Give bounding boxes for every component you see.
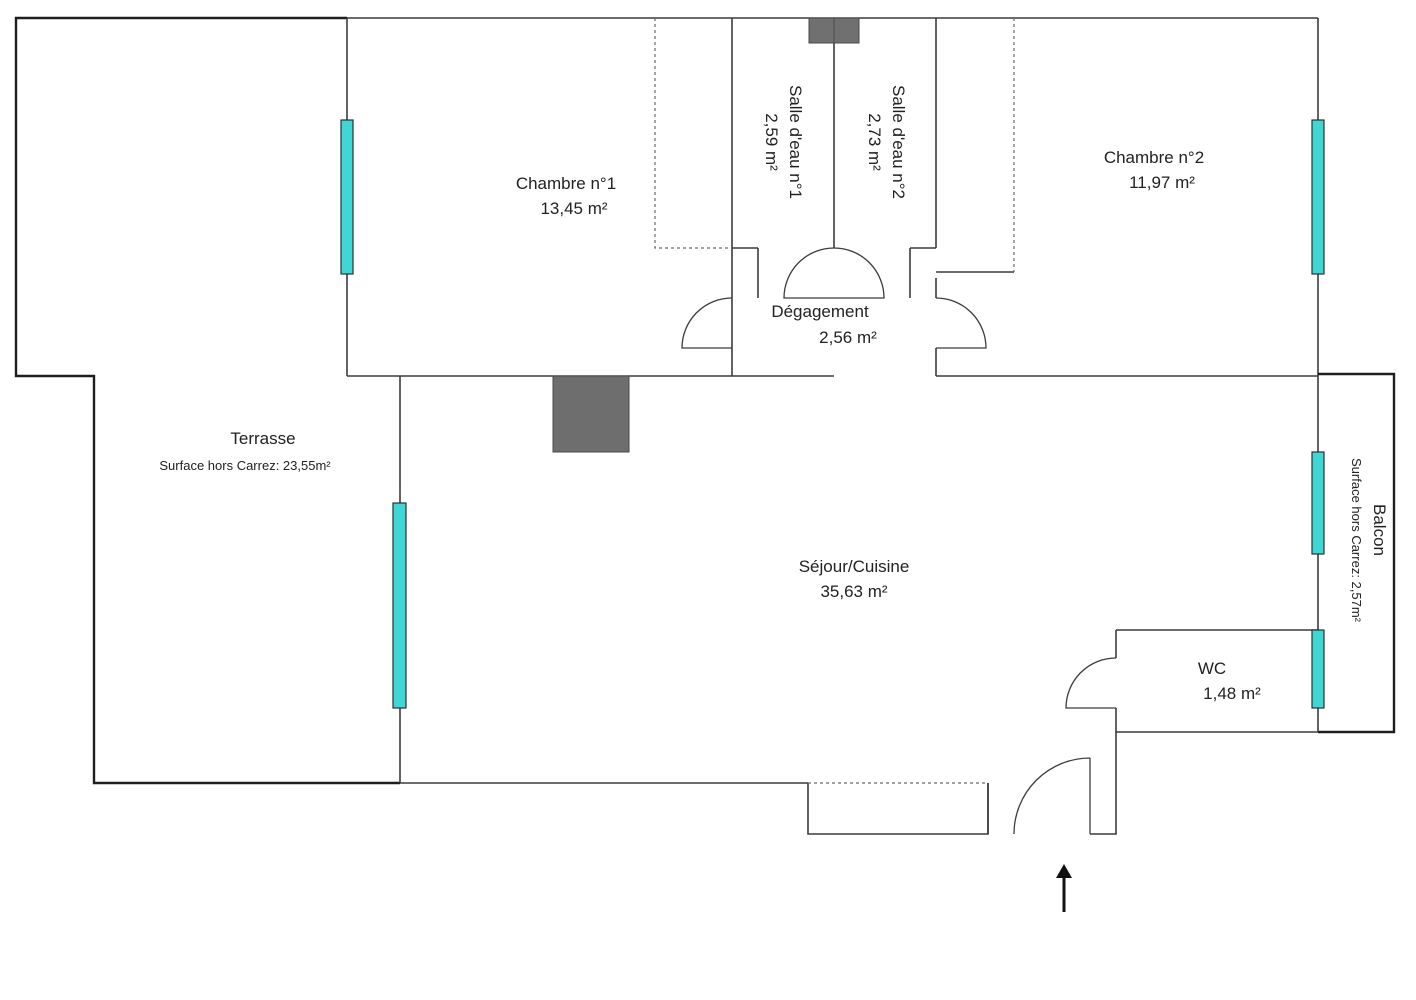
sejour-name: Séjour/Cuisine bbox=[799, 557, 910, 576]
chimney-block bbox=[552, 375, 630, 453]
chambre1-area: 13,45 m² bbox=[540, 199, 607, 218]
terrasse-name: Terrasse bbox=[230, 429, 295, 448]
degagement-name: Dégagement bbox=[771, 302, 869, 321]
window-wc bbox=[1311, 629, 1325, 709]
duct-right bbox=[833, 17, 860, 44]
balcon-name: Balcon bbox=[1370, 504, 1389, 556]
terrace-wall bbox=[14, 16, 400, 785]
salle1-name: Salle d'eau n°1 bbox=[786, 85, 805, 199]
door-entrance bbox=[1013, 757, 1091, 835]
windows bbox=[340, 119, 1325, 709]
window-sejour-balcony bbox=[1311, 451, 1325, 555]
chambre1-name: Chambre n°1 bbox=[516, 174, 616, 193]
salle1-area: 2,59 m² bbox=[762, 113, 781, 171]
door-chambre1 bbox=[681, 297, 733, 349]
wc-area: 1,48 m² bbox=[1203, 684, 1261, 703]
duct-left bbox=[808, 17, 835, 44]
door-salle2 bbox=[833, 247, 885, 299]
balcony-wall bbox=[1318, 372, 1396, 734]
doors bbox=[681, 247, 1117, 835]
balcon-area: Surface hors Carrez: 2,57m² bbox=[1349, 458, 1364, 623]
window-chambre1 bbox=[340, 119, 354, 275]
door-chambre2 bbox=[935, 297, 987, 349]
chambre1-closet bbox=[654, 18, 732, 249]
salle2-area: 2,73 m² bbox=[865, 113, 884, 171]
bottom-niche bbox=[807, 783, 989, 835]
wc-name: WC bbox=[1198, 659, 1226, 678]
walls bbox=[14, 16, 1396, 835]
entrance-right-jamb bbox=[1090, 732, 1117, 835]
window-chambre2 bbox=[1311, 119, 1325, 275]
chambre2-area: 11,97 m² bbox=[1129, 173, 1195, 192]
wc-wall bbox=[1115, 629, 1318, 733]
door-salle1 bbox=[783, 247, 835, 299]
ducts bbox=[552, 17, 860, 453]
degagement-area: 2,56 m² bbox=[819, 328, 877, 347]
closets bbox=[654, 18, 1015, 784]
arrow-up-icon bbox=[1056, 864, 1072, 912]
labels: Chambre n°1 13,45 m² Chambre n°2 11,97 m… bbox=[159, 85, 1389, 703]
terrasse-area: Surface hors Carrez: 23,55m² bbox=[159, 458, 331, 473]
window-sejour-left bbox=[392, 502, 407, 709]
sejour-area: 35,63 m² bbox=[820, 582, 887, 601]
salle2-name: Salle d'eau n°2 bbox=[889, 85, 908, 199]
chambre2-name: Chambre n°2 bbox=[1104, 148, 1204, 167]
door-wc bbox=[1065, 657, 1117, 709]
